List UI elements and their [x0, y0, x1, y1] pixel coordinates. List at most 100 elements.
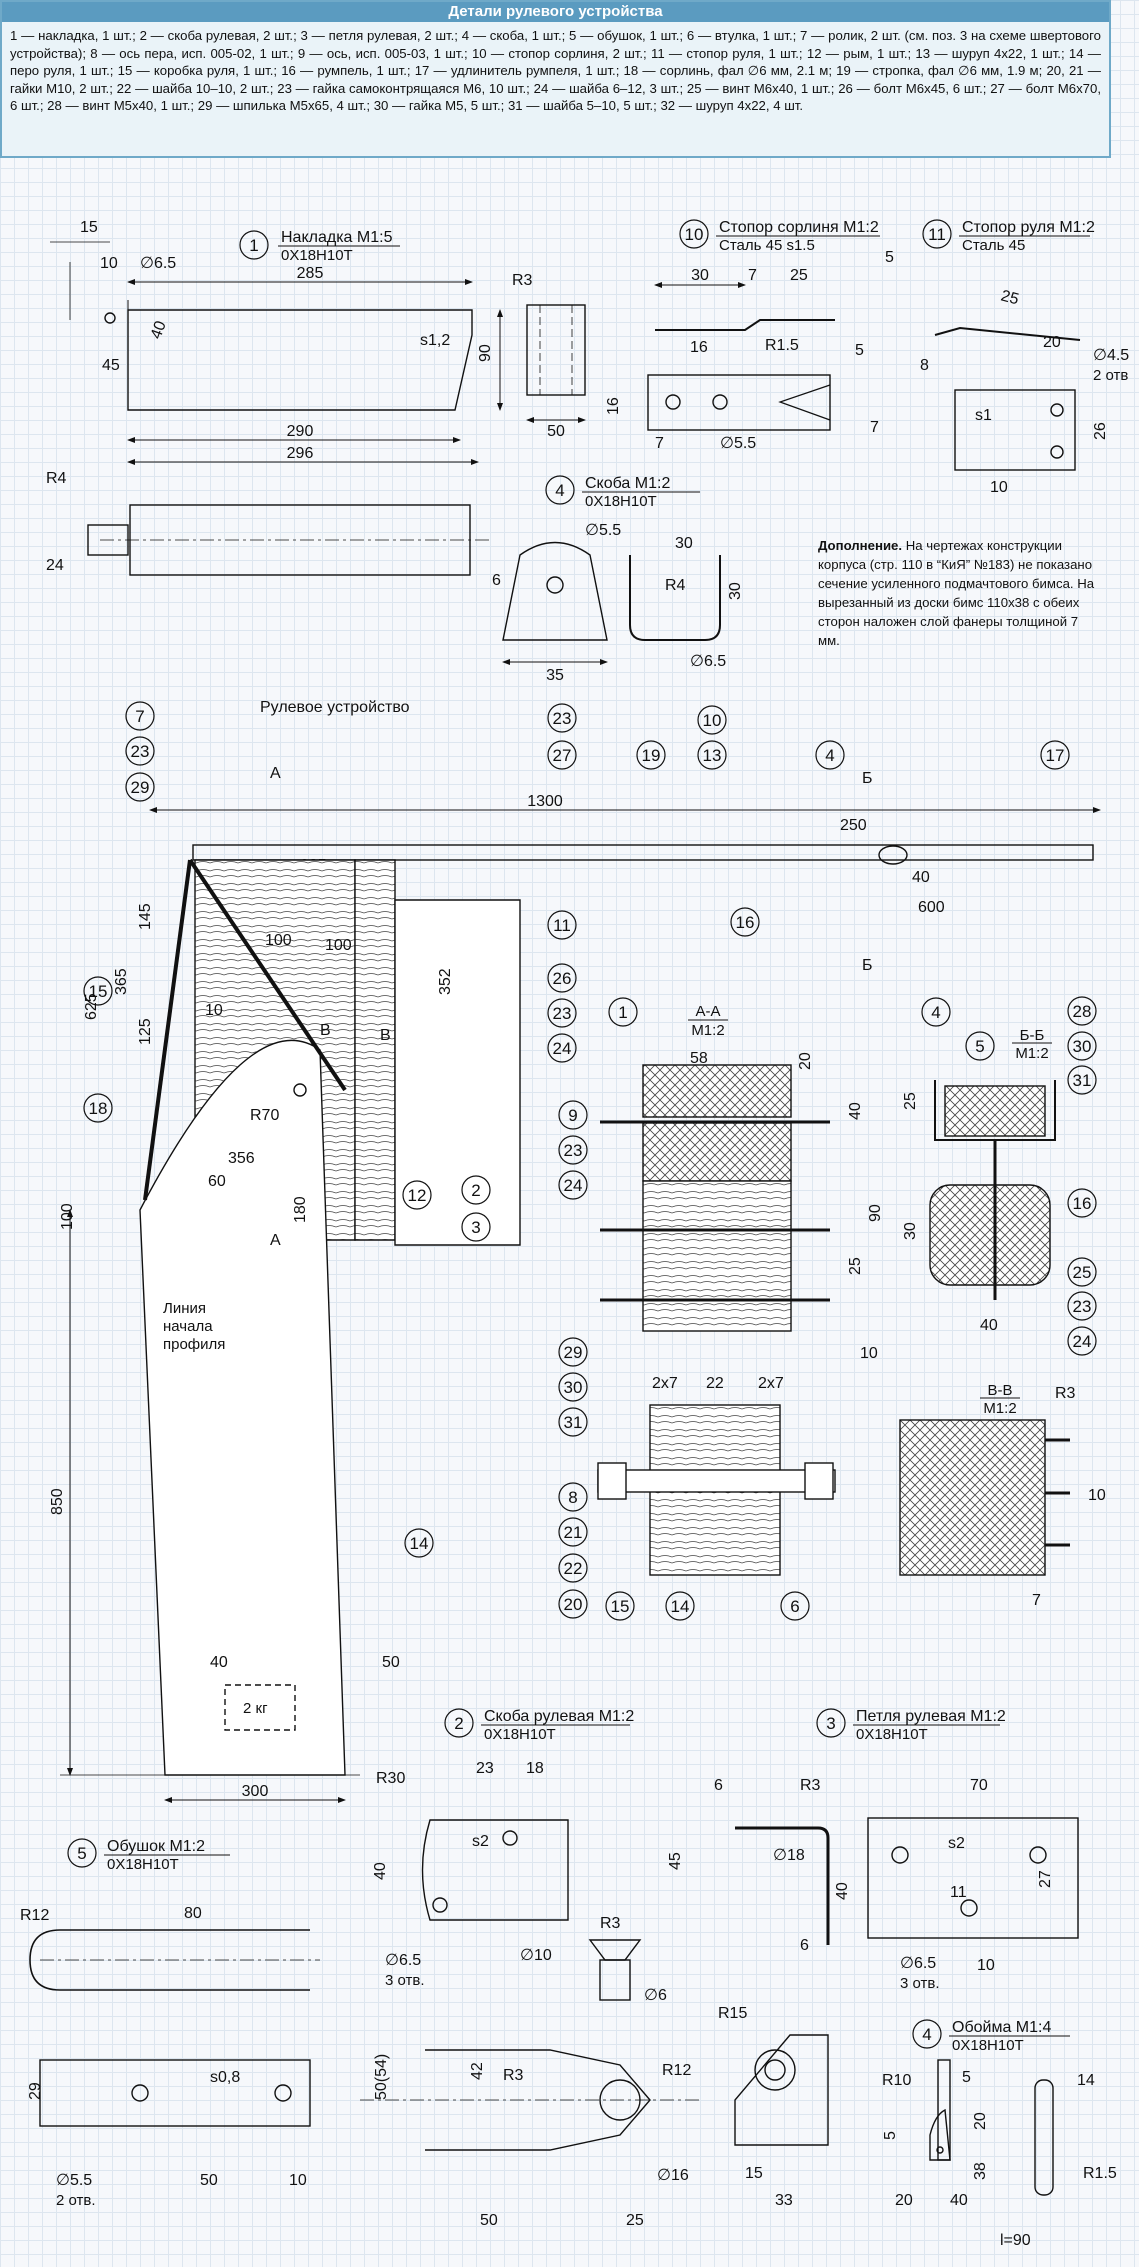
svg-text:14: 14 — [1077, 2072, 1095, 2089]
svg-text:6: 6 — [800, 1937, 809, 1954]
svg-text:6: 6 — [492, 572, 501, 589]
svg-text:∅5.5: ∅5.5 — [56, 2172, 92, 2189]
svg-text:356: 356 — [228, 1150, 255, 1167]
svg-text:23: 23 — [131, 742, 150, 761]
svg-text:R12: R12 — [20, 1907, 49, 1924]
svg-text:13: 13 — [703, 746, 722, 765]
svg-text:7: 7 — [748, 267, 757, 284]
svg-text:50(54): 50(54) — [373, 2054, 390, 2100]
section-vv-scale: М1:2 — [983, 1400, 1016, 1417]
svg-text:5: 5 — [882, 2131, 899, 2140]
svg-text:R15: R15 — [718, 2005, 747, 2022]
svg-text:30: 30 — [902, 1222, 919, 1240]
svg-text:R3: R3 — [1055, 1385, 1076, 1402]
title-part-4: Скоба М1:2 — [585, 475, 670, 492]
svg-text:8: 8 — [568, 1488, 577, 1507]
svg-text:15: 15 — [80, 219, 98, 236]
section-bb-title: Б-Б — [1020, 1027, 1045, 1044]
svg-text:30: 30 — [564, 1378, 583, 1397]
svg-text:7: 7 — [1032, 1592, 1041, 1609]
svg-text:145: 145 — [137, 903, 154, 930]
svg-text:29: 29 — [564, 1343, 583, 1362]
svg-text:8: 8 — [920, 357, 929, 374]
svg-text:∅5.5: ∅5.5 — [585, 522, 621, 539]
svg-text:24: 24 — [1073, 1332, 1092, 1351]
svg-text:∅16: ∅16 — [657, 2167, 689, 2184]
svg-text:1300: 1300 — [527, 793, 563, 810]
svg-text:R3: R3 — [800, 1777, 821, 1794]
svg-text:50: 50 — [200, 2172, 218, 2189]
svg-text:R30: R30 — [376, 1770, 405, 1787]
svg-text:4: 4 — [555, 481, 564, 500]
svg-text:∅6.5: ∅6.5 — [690, 653, 726, 670]
profile-line-label-3: профиля — [163, 1336, 225, 1353]
svg-text:31: 31 — [564, 1413, 583, 1432]
svg-text:R3: R3 — [512, 272, 533, 289]
svg-text:R3: R3 — [503, 2067, 524, 2084]
svg-text:∅5.5: ∅5.5 — [720, 435, 756, 452]
title-main-assembly: Рулевое устройство — [260, 699, 410, 716]
part-1-nakladka: 1 Накладка М1:5 0Х18Н10Т s1,2 285 290 29… — [46, 219, 586, 576]
parts-list-panel: Детали рулевого устройства 1 — накладка,… — [0, 0, 1111, 158]
svg-text:4: 4 — [825, 746, 834, 765]
svg-text:300: 300 — [242, 1783, 269, 1800]
svg-text:22: 22 — [564, 1559, 583, 1578]
svg-text:10: 10 — [289, 2172, 307, 2189]
part-2-skoba-rulevaya: 2 Скоба рулевая М1:2 0Х18Н10Т s2 23 18 4… — [360, 1708, 700, 2229]
svg-text:80: 80 — [184, 1905, 202, 1922]
material-part-5: 0Х18Н10Т — [107, 1856, 179, 1873]
svg-text:16: 16 — [690, 339, 708, 356]
part-11-stopor-rulya: 11 Стопор руля М1:2 Сталь 45 25 8 20 ∅4.… — [920, 219, 1129, 496]
svg-text:23: 23 — [1073, 1297, 1092, 1316]
svg-text:18: 18 — [526, 1760, 544, 1777]
svg-text:23: 23 — [553, 709, 572, 728]
svg-text:5: 5 — [885, 249, 894, 266]
svg-text:40: 40 — [210, 1654, 228, 1671]
svg-text:2 отв: 2 отв — [1093, 367, 1128, 384]
svg-text:850: 850 — [49, 1488, 66, 1515]
svg-text:10: 10 — [860, 1345, 878, 1362]
svg-text:10: 10 — [205, 1002, 223, 1019]
svg-text:R12: R12 — [662, 2062, 691, 2079]
section-aa-scale: М1:2 — [691, 1022, 724, 1039]
svg-text:17: 17 — [1046, 746, 1065, 765]
svg-text:7: 7 — [135, 707, 144, 726]
svg-text:7: 7 — [655, 435, 664, 452]
rudder-assembly: Рулевое устройство 1300 285 250 40 600 8… — [49, 699, 1101, 1803]
svg-text:12: 12 — [408, 1186, 427, 1205]
svg-text:15: 15 — [611, 1597, 630, 1616]
svg-text:100: 100 — [325, 937, 352, 954]
material-part-3: 0Х18Н10Т — [856, 1726, 928, 1743]
svg-text:R3: R3 — [600, 1915, 621, 1932]
thickness-s1: s1 — [975, 407, 992, 424]
holes-note-part-5: 2 отв. — [56, 2192, 96, 2209]
svg-text:20: 20 — [972, 2112, 989, 2130]
svg-text:42: 42 — [469, 2062, 486, 2080]
svg-text:11: 11 — [928, 225, 946, 244]
svg-text:70: 70 — [970, 1777, 988, 1794]
svg-text:40: 40 — [912, 869, 930, 886]
svg-text:20: 20 — [895, 2192, 913, 2209]
thickness-s08: s0,8 — [210, 2069, 240, 2086]
svg-text:40: 40 — [372, 1862, 389, 1880]
section-bb-scale: М1:2 — [1015, 1045, 1048, 1062]
svg-text:25: 25 — [902, 1092, 919, 1110]
title-part-11: Стопор руля М1:2 — [962, 219, 1095, 236]
section-bb: 4 5 Б-Б М1:2 25 30 40 — [902, 997, 1056, 1334]
holes-note-part-3: 3 отв. — [900, 1975, 940, 1992]
svg-text:6: 6 — [790, 1597, 799, 1616]
svg-text:Б: Б — [862, 957, 873, 974]
parts-list-title: Детали рулевого устройства — [2, 2, 1109, 22]
material-part-1: 0Х18Н10Т — [281, 247, 353, 264]
svg-text:365: 365 — [113, 968, 130, 995]
section-aa-callouts — [558, 1100, 810, 1621]
svg-text:285: 285 — [297, 265, 324, 282]
svg-text:11: 11 — [553, 916, 571, 935]
svg-text:19: 19 — [642, 746, 661, 765]
svg-text:27: 27 — [553, 746, 572, 765]
svg-text:R10: R10 — [882, 2072, 911, 2089]
svg-text:25: 25 — [1073, 1263, 1092, 1282]
svg-text:30: 30 — [1073, 1037, 1092, 1056]
svg-text:10: 10 — [990, 479, 1008, 496]
